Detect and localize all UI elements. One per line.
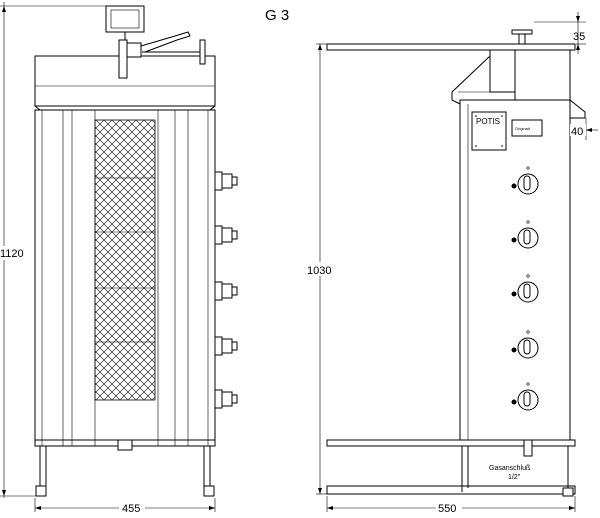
drawing-title: G 3 (265, 7, 289, 24)
side-top-plate (326, 43, 576, 51)
front-height-label: 1120 (0, 248, 24, 260)
side-knob[interactable] (511, 274, 539, 303)
side-height-label: 1030 (307, 265, 331, 277)
front-right-panel (157, 109, 189, 447)
rating-plate-label: Originalt (515, 126, 531, 131)
front-height-dimension: 1120 (0, 2, 106, 498)
front-knob[interactable] (214, 171, 238, 191)
gas-pipe (523, 439, 533, 457)
side-width-dimension: 550 (326, 496, 576, 515)
front-left-panel (62, 109, 96, 447)
brand-plate (471, 111, 507, 151)
side-knob[interactable] (511, 166, 539, 195)
side-knob[interactable] (511, 330, 539, 359)
front-knob[interactable] (214, 389, 238, 409)
arm-bracket (140, 31, 191, 53)
rating-plate (511, 119, 543, 137)
front-width-dimension: 455 (34, 498, 216, 515)
meat-cone-mesh (94, 119, 156, 401)
panel-offset-label: 40 (571, 126, 583, 138)
gas-connection-label: Gasanschluß (489, 465, 530, 472)
side-view: POTIS Originalt Gasanschluß 1/2" (326, 29, 586, 497)
panel-offset-dimension: 40 (569, 118, 598, 140)
side-drip-tray (326, 439, 576, 447)
side-hood (451, 55, 491, 105)
front-width-label: 455 (122, 503, 140, 515)
front-knob[interactable] (214, 336, 238, 356)
front-knob[interactable] (214, 225, 238, 245)
side-height-dimension: 1030 (307, 43, 332, 495)
top-offset-dimension: 35 (534, 12, 586, 54)
brand-label: POTIS (476, 117, 500, 126)
side-knob[interactable] (511, 220, 539, 249)
gas-size-label: 1/2" (508, 474, 521, 481)
side-base-rail (326, 485, 576, 495)
side-width-label: 550 (438, 503, 456, 515)
side-body (459, 99, 571, 441)
front-knob[interactable] (214, 281, 238, 301)
spit-rod (118, 39, 128, 79)
front-view (34, 5, 238, 497)
side-knob[interactable] (511, 382, 539, 411)
top-offset-label: 35 (573, 31, 585, 43)
